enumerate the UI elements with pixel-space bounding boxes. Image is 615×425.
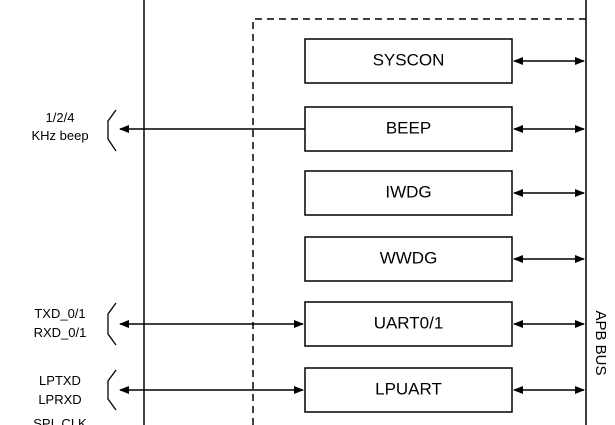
block-wwdg: WWDG — [304, 236, 513, 282]
uart-pin-label-line2: RXD_0/1 — [34, 325, 87, 340]
block-label: BEEP — [386, 118, 431, 137]
pin-bracket-beep — [107, 109, 117, 152]
block-label: LPUART — [375, 379, 442, 398]
beep-pin-label-line1: 1/2/4 — [46, 110, 75, 125]
lpuart-pin-label-line2: LPRXD — [38, 392, 81, 407]
block-label: SYSCON — [373, 50, 445, 69]
spi-pin-label: SPI_CLK — [33, 416, 87, 425]
pin-bracket-lpuart — [107, 369, 117, 411]
apb-bus — [585, 0, 615, 425]
block-beep: BEEP — [304, 106, 513, 152]
block-label: WWDG — [380, 248, 438, 267]
block-iwdg: IWDG — [304, 170, 513, 216]
block-label: IWDG — [385, 182, 431, 201]
block-syscon: SYSCON — [304, 38, 513, 84]
block-uart0-1: UART0/1 — [304, 301, 513, 347]
block-label: UART0/1 — [374, 313, 444, 332]
block-lpuart: LPUART — [304, 367, 513, 413]
uart-pin-label-line1: TXD_0/1 — [34, 306, 85, 321]
peripheral-group-outline — [252, 18, 586, 425]
pin-bracket-uart — [107, 302, 117, 346]
apb-bus-label: APB BUS — [592, 310, 609, 375]
lpuart-pin-label-line1: LPTXD — [39, 373, 81, 388]
beep-pin-label-line2: KHz beep — [31, 128, 88, 143]
